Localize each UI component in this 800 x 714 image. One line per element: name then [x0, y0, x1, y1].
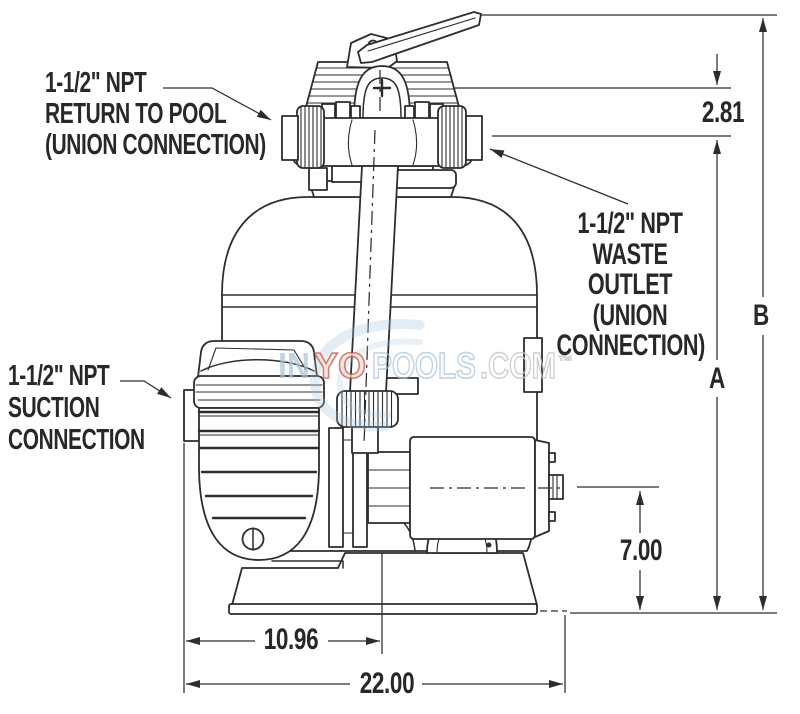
dim-value-overall-height-b: B	[753, 299, 769, 332]
callout-return-line2: RETURN TO POOL	[45, 98, 227, 130]
pot-plinth	[271, 560, 344, 569]
watermark-swirl	[309, 319, 425, 432]
callout-waste-outlet: 1-1/2" NPT WASTE OUTLET (UNION CONNECTIO…	[556, 207, 706, 362]
return-union	[281, 105, 325, 169]
dim-value-suction-to-center: 10.96	[263, 623, 319, 656]
valve-handle	[357, 11, 482, 64]
watermark-text-in: IN	[278, 345, 310, 386]
leader-waste	[489, 148, 629, 205]
watermark-text-tm: ™	[558, 353, 573, 370]
dim-value-port-height-a: A	[709, 362, 725, 395]
pump-motor-adapter	[328, 427, 416, 552]
callout-suction-line1: 1-1/2" NPT	[8, 360, 110, 392]
callout-suction-line2: SUCTION	[8, 392, 100, 424]
callout-return-line1: 1-1/2" NPT	[45, 67, 147, 99]
callout-suction-line3: CONNECTION	[8, 424, 145, 456]
callout-waste-line5: CONNECTION)	[556, 329, 706, 362]
watermark-text-pools: POOLS	[372, 345, 476, 386]
standpipe-centerline	[363, 70, 381, 446]
base-foot-lip	[228, 603, 538, 615]
dim-value-overall-width: 22.00	[359, 667, 415, 700]
base-pedestal	[228, 552, 538, 615]
pump-strainer-pot	[183, 340, 344, 569]
callout-waste-line1: 1-1/2" NPT	[577, 207, 683, 240]
callout-waste-line4: (UNION	[592, 298, 668, 332]
dim-value-valve-port-offset: 2.81	[701, 96, 745, 129]
dimension-lines	[120, 14, 777, 693]
callout-return-line3: (UNION CONNECTION)	[45, 129, 266, 161]
return-union-end-cap	[281, 115, 299, 161]
pot-body	[198, 407, 320, 561]
watermark-text-com: .COM	[480, 345, 556, 386]
waste-union	[437, 105, 483, 169]
tank-side-plate	[523, 337, 543, 393]
leader-suction	[120, 380, 172, 399]
motor-shaft-boss	[548, 474, 564, 500]
dim-value-discharge-center-height: 7.00	[619, 534, 663, 567]
callout-waste-line3: OUTLET	[587, 268, 673, 301]
watermark: IN YO POOLS .COM ™	[278, 319, 574, 432]
standpipe	[336, 70, 419, 454]
callout-waste-line2: WASTE	[592, 237, 668, 271]
pump-motor	[409, 436, 564, 540]
elbow-cross-mark	[372, 78, 392, 98]
callout-suction-connection: 1-1/2" NPT SUCTION CONNECTION	[8, 360, 145, 456]
watermark-text-yo: YO	[314, 345, 366, 386]
waste-union-end-cap	[465, 115, 483, 161]
multiport-valve	[281, 11, 483, 198]
leader-return	[163, 87, 272, 121]
callout-return-to-pool: 1-1/2" NPT RETURN TO POOL (UNION CONNECT…	[45, 68, 266, 161]
